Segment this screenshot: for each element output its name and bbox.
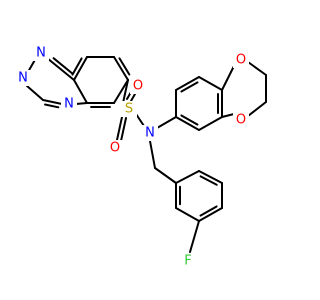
bond-py-3-inner bbox=[118, 57, 131, 76]
bond-tz-5 bbox=[75, 102, 88, 105]
bond-dx-1 bbox=[221, 65, 235, 91]
atom-oxygen-dioxane-2-label: O bbox=[236, 113, 246, 128]
atom-n2-label: N bbox=[18, 71, 28, 86]
atom-o-dioxane2: O bbox=[233, 112, 249, 128]
atom-oxygen-dioxane-1-label: O bbox=[236, 53, 246, 68]
bonds-layer bbox=[26, 56, 267, 253]
bond-py-4 bbox=[113, 79, 129, 104]
atom-n3-label: N bbox=[64, 97, 74, 112]
bond-s-o1a bbox=[130, 93, 136, 102]
bond-ph-4-inner bbox=[199, 205, 218, 217]
bond-py-1 bbox=[73, 56, 88, 81]
atom-f: F bbox=[180, 253, 196, 269]
atom-n1: N bbox=[33, 45, 49, 61]
atom-sulfur-label: S bbox=[125, 102, 133, 117]
atom-oxygen-sulfonyl-1-label: O bbox=[133, 79, 143, 94]
atom-oxygen-sulfonyl-2-label: O bbox=[110, 141, 120, 156]
molecule-svg: N N N S O O bbox=[15, 45, 267, 269]
bond-ph-2 bbox=[198, 170, 223, 184]
atom-s: S bbox=[121, 101, 137, 117]
bond-py-3 bbox=[113, 56, 129, 81]
atom-o-dioxane1: O bbox=[233, 52, 249, 68]
bond-ph-1 bbox=[175, 170, 200, 184]
bond-bz-2-inner bbox=[180, 81, 199, 93]
bond-n-ch2 bbox=[149, 140, 156, 169]
molecule-structure-diagram: N N N S O O bbox=[15, 45, 267, 269]
bond-ph-4 bbox=[198, 207, 223, 222]
bond-ch2-ph bbox=[154, 167, 177, 184]
bond-dx-2 bbox=[247, 61, 267, 76]
bond-ph-5 bbox=[175, 207, 200, 222]
bond-tz-3 bbox=[26, 85, 44, 101]
bond-bz-6 bbox=[175, 116, 200, 131]
bond-tz-1 bbox=[46, 57, 75, 81]
bond-py-6 bbox=[73, 79, 88, 104]
bond-tz-4 bbox=[42, 99, 63, 105]
bond-bz-3 bbox=[198, 76, 223, 91]
bond-s-n bbox=[135, 113, 145, 127]
bond-dx-5 bbox=[221, 113, 235, 118]
bond-c-s bbox=[122, 79, 129, 104]
atom-n3: N bbox=[61, 96, 77, 112]
atom-fluorine-label: F bbox=[184, 254, 191, 269]
atom-o-s2: O bbox=[107, 140, 123, 156]
bond-bz-5 bbox=[198, 116, 223, 131]
atom-labels-layer: N N N S O O bbox=[15, 45, 249, 269]
bond-s-o2b bbox=[120, 117, 127, 142]
bond-tz-4-inner bbox=[44, 103, 60, 109]
atom-n2: N bbox=[15, 70, 31, 86]
bond-ph-2-inner bbox=[199, 175, 218, 186]
bond-s-o2a bbox=[116, 116, 123, 141]
bond-c-f bbox=[189, 220, 200, 253]
atom-n-sulfonamide-label: N bbox=[145, 126, 155, 141]
bond-py-1-inner bbox=[71, 57, 83, 76]
bond-tz-1-inner bbox=[52, 57, 74, 75]
bond-bz-6-inner bbox=[180, 114, 199, 126]
bond-dx-4 bbox=[247, 101, 267, 117]
bond-bz-2 bbox=[175, 76, 200, 91]
atom-o-s1: O bbox=[130, 78, 146, 94]
bond-n-aryl bbox=[156, 116, 177, 129]
atom-n1-label: N bbox=[36, 46, 46, 61]
atom-n-sulfonamide: N bbox=[142, 125, 158, 141]
